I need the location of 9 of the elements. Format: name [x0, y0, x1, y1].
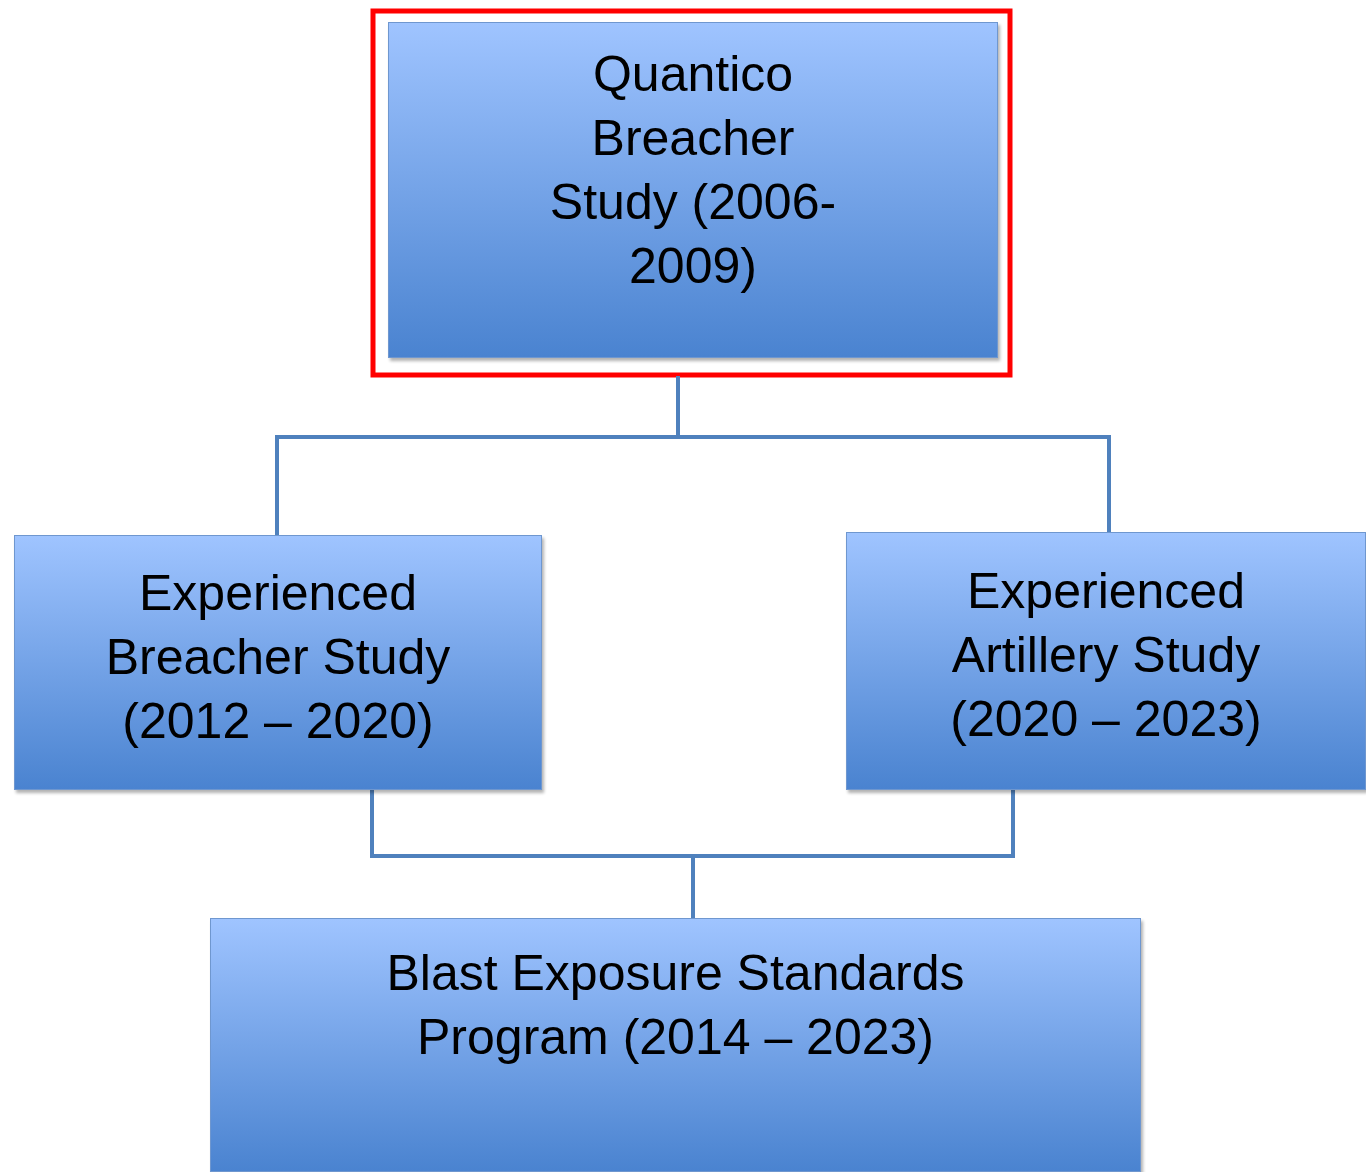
node-label: Experienced Breacher Study (2012 – 2020): [104, 563, 452, 751]
bracket-connector: [676, 376, 1111, 532]
node-label: Quantico Breacher Study (2006-2009): [548, 45, 838, 296]
node-label: Blast Exposure Standards Program (2014 – 2023): [385, 944, 966, 1067]
study-box: [210, 918, 1141, 1172]
study-box: [14, 535, 542, 790]
bracket-connector: [691, 790, 1015, 918]
study-box: [846, 532, 1366, 790]
node-label: Experienced Artillery Study (2020 – 2023): [949, 562, 1263, 749]
